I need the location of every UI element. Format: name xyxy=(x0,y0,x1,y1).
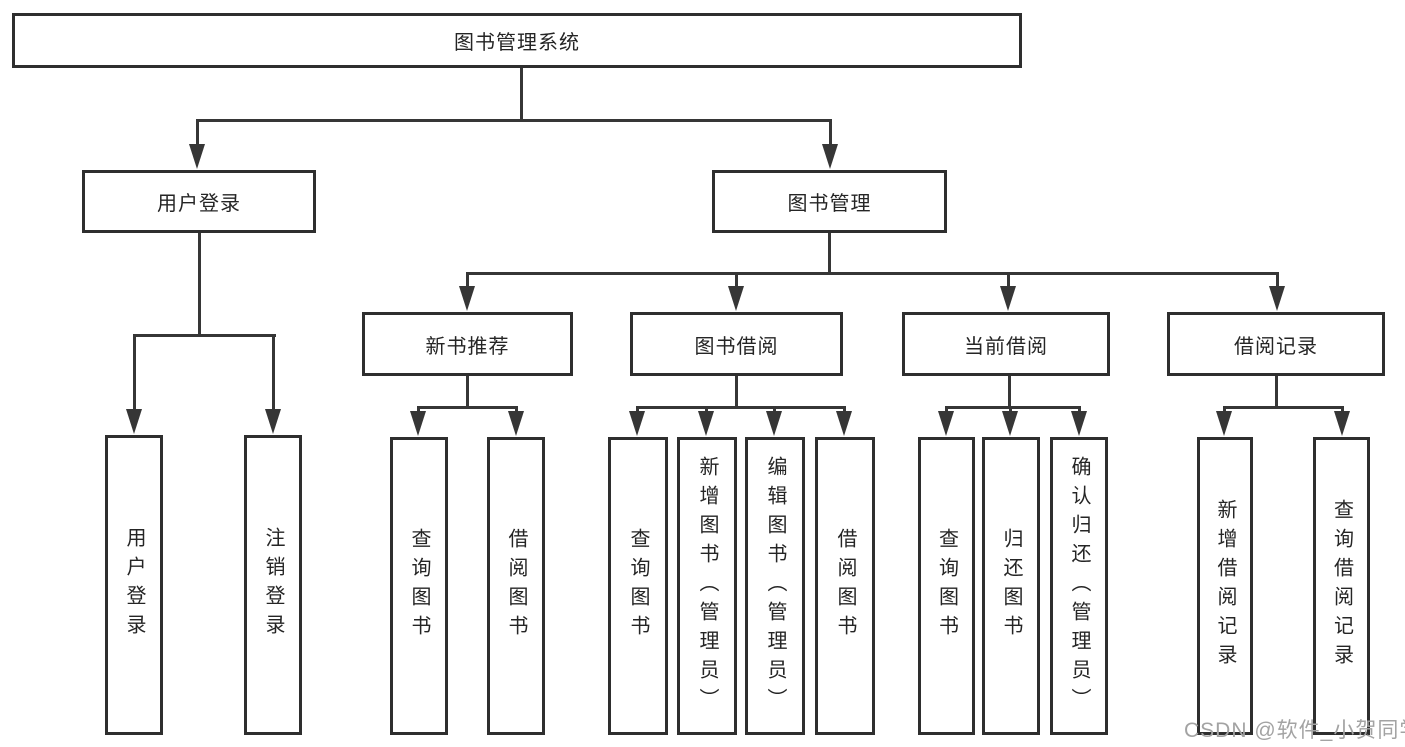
connector-newrec-drop-1 xyxy=(417,406,420,414)
leaf-add-books-admin: 新增图书（管理员） xyxy=(677,437,737,735)
node-borrowing-records: 借阅记录 xyxy=(1167,312,1385,376)
connector-bookmgmt-drop-1 xyxy=(466,272,469,289)
arrowhead-user-login xyxy=(189,144,205,169)
arrowhead-leaf-borrow-books-2 xyxy=(836,411,852,436)
arrowhead-leaf-return-books xyxy=(1002,411,1018,436)
connector-newrec-drop-2 xyxy=(515,406,518,414)
arrowhead-borrowing-records xyxy=(1269,286,1285,311)
connector-borrowrecord-split xyxy=(1223,406,1344,409)
leaf-add-borrow-record-label: 新增借阅记录 xyxy=(1214,499,1236,673)
arrowhead-leaf-query-books-2 xyxy=(629,411,645,436)
node-book-borrowing-label: 图书借阅 xyxy=(694,335,779,358)
leaf-user-login-label: 用户登录 xyxy=(123,527,145,643)
connector-borrowrecord-stem xyxy=(1275,376,1278,408)
node-new-book-recommendation-label: 新书推荐 xyxy=(425,335,510,358)
connector-bookborrow-drop-2 xyxy=(705,406,708,414)
connector-borrowrecord-drop-1 xyxy=(1223,406,1226,414)
arrowhead-leaf-query-borrow-record xyxy=(1334,411,1350,436)
arrowhead-book-borrowing xyxy=(728,286,744,311)
leaf-edit-books-admin-label: 编辑图书（管理员） xyxy=(764,455,786,717)
leaf-borrow-books-2: 借阅图书 xyxy=(815,437,875,735)
connector-bookborrow-stem xyxy=(735,376,738,408)
connector-newrec-split xyxy=(417,406,518,409)
node-library-management-system: 图书管理系统 xyxy=(12,13,1022,68)
connector-bookmgmt-drop-3 xyxy=(1007,272,1010,289)
connector-currentborrow-stem xyxy=(1008,376,1011,408)
connector-currentborrow-drop-2 xyxy=(1009,406,1012,414)
arrowhead-leaf-user-login xyxy=(126,409,142,434)
leaf-logout-label: 注销登录 xyxy=(262,527,284,643)
connector-userlogin-drop-left xyxy=(133,334,136,414)
connector-root-drop-left xyxy=(196,119,199,149)
connector-currentborrow-drop-3 xyxy=(1078,406,1081,414)
arrowhead-leaf-query-books-1 xyxy=(410,411,426,436)
connector-bookborrow-drop-4 xyxy=(843,406,846,414)
connector-bookmgmt-stem xyxy=(828,233,831,274)
leaf-confirm-return-admin-label: 确认归还（管理员） xyxy=(1068,455,1090,717)
node-book-management: 图书管理 xyxy=(712,170,947,233)
arrowhead-current-borrowing xyxy=(1000,286,1016,311)
leaf-query-books-2-label: 查询图书 xyxy=(627,528,649,644)
leaf-add-borrow-record: 新增借阅记录 xyxy=(1197,437,1253,735)
leaf-borrow-books-2-label: 借阅图书 xyxy=(834,528,856,644)
node-borrowing-records-label: 借阅记录 xyxy=(1234,335,1318,358)
node-current-borrowing-label: 当前借阅 xyxy=(964,335,1048,358)
leaf-borrow-books-1: 借阅图书 xyxy=(487,437,545,735)
connector-bookborrow-drop-3 xyxy=(773,406,776,414)
connector-newrec-stem xyxy=(466,376,469,408)
leaf-query-books-3-label: 查询图书 xyxy=(935,528,958,644)
connector-currentborrow-drop-1 xyxy=(945,406,948,414)
leaf-confirm-return-admin: 确认归还（管理员） xyxy=(1050,437,1108,735)
arrowhead-leaf-edit-books xyxy=(766,411,782,436)
connector-root-stem xyxy=(520,68,523,122)
connector-bookborrow-drop-1 xyxy=(636,406,639,414)
connector-currentborrow-split xyxy=(945,406,1081,409)
arrowhead-leaf-confirm-return xyxy=(1071,411,1087,436)
connector-borrowrecord-drop-2 xyxy=(1341,406,1344,414)
node-book-borrowing: 图书借阅 xyxy=(630,312,843,376)
connector-bookmgmt-split xyxy=(466,272,1279,275)
arrowhead-book-management xyxy=(822,144,838,169)
connector-userlogin-drop-right xyxy=(272,334,275,414)
leaf-logout: 注销登录 xyxy=(244,435,302,735)
arrowhead-leaf-borrow-books-1 xyxy=(508,411,524,436)
node-book-management-label: 图书管理 xyxy=(787,193,872,215)
leaf-user-login: 用户登录 xyxy=(105,435,163,735)
node-current-borrowing: 当前借阅 xyxy=(902,312,1110,376)
connector-root-drop-right xyxy=(829,119,832,149)
connector-bookmgmt-drop-4 xyxy=(1276,272,1279,289)
leaf-query-borrow-record-label: 查询借阅记录 xyxy=(1330,499,1353,673)
node-user-login: 用户登录 xyxy=(82,170,316,233)
leaf-query-books-3: 查询图书 xyxy=(918,437,975,735)
connector-root-split xyxy=(196,119,832,122)
arrowhead-new-book-recommendation xyxy=(459,286,475,311)
arrowhead-leaf-query-books-3 xyxy=(938,411,954,436)
leaf-add-books-admin-label: 新增图书（管理员） xyxy=(696,455,718,717)
node-library-management-system-label: 图书管理系统 xyxy=(454,32,580,54)
leaf-borrow-books-1-label: 借阅图书 xyxy=(505,528,527,644)
arrowhead-leaf-logout xyxy=(265,409,281,434)
arrowhead-leaf-add-books xyxy=(698,411,714,436)
node-user-login-label: 用户登录 xyxy=(157,193,241,215)
leaf-return-books: 归还图书 xyxy=(982,437,1040,735)
connector-userlogin-split xyxy=(133,334,276,337)
leaf-query-books-1: 查询图书 xyxy=(390,437,448,735)
node-new-book-recommendation: 新书推荐 xyxy=(362,312,573,376)
leaf-query-borrow-record: 查询借阅记录 xyxy=(1313,437,1370,735)
csdn-watermark: CSDN @软件_小贺同学 xyxy=(1184,719,1405,742)
connector-bookmgmt-drop-2 xyxy=(735,272,738,289)
leaf-edit-books-admin: 编辑图书（管理员） xyxy=(745,437,805,735)
leaf-query-books-2: 查询图书 xyxy=(608,437,668,735)
leaf-return-books-label: 归还图书 xyxy=(1000,528,1022,644)
connector-bookborrow-split xyxy=(636,406,846,409)
connector-userlogin-stem xyxy=(198,233,201,336)
arrowhead-leaf-add-borrow-record xyxy=(1216,411,1232,436)
leaf-query-books-1-label: 查询图书 xyxy=(408,528,430,644)
